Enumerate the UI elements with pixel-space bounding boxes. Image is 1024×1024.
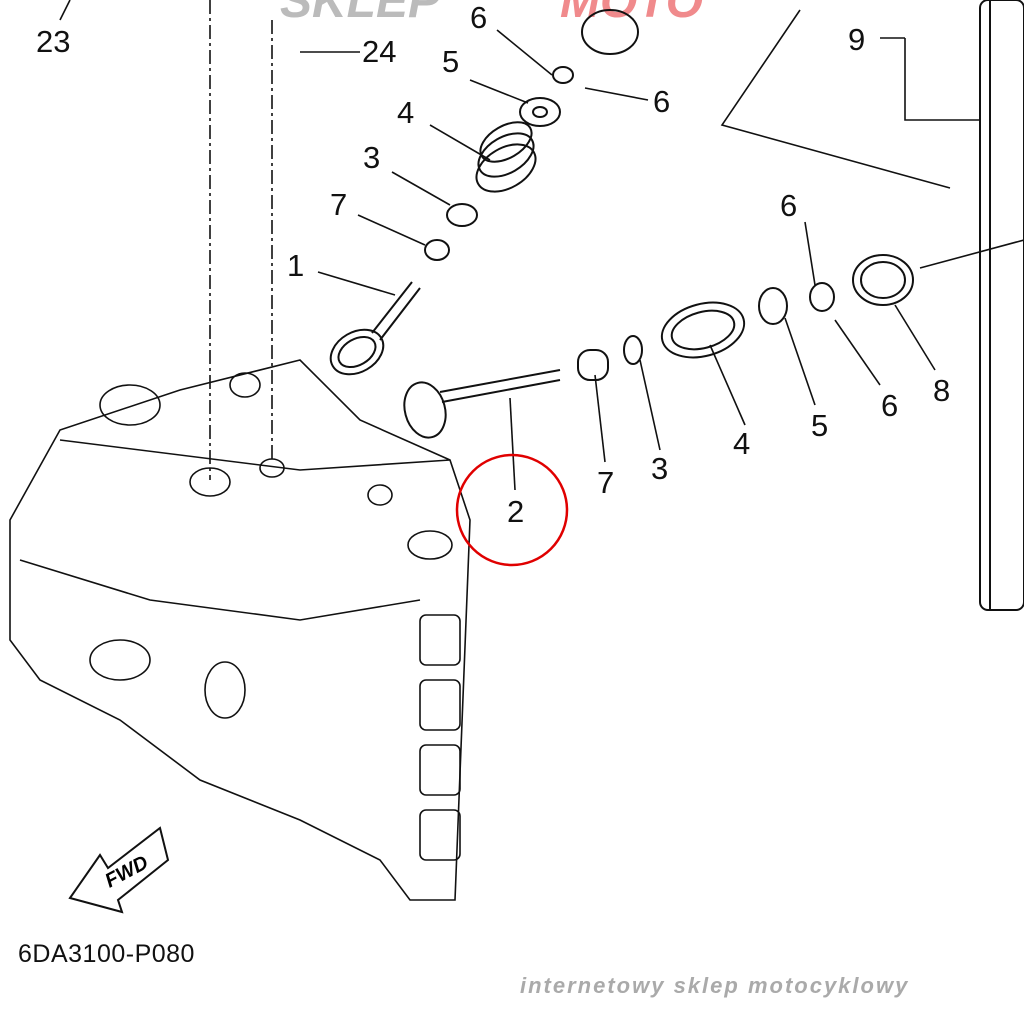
watermark-brand-left: SKLEP bbox=[280, 0, 441, 28]
callout-5[interactable]: 5 bbox=[442, 44, 460, 79]
callout-8[interactable]: 8 bbox=[933, 373, 951, 408]
callout-6[interactable]: 6 bbox=[881, 388, 899, 423]
exhaust-valve-assembly bbox=[403, 254, 914, 439]
callout-4[interactable]: 4 bbox=[397, 95, 415, 130]
callout-6[interactable]: 6 bbox=[780, 188, 798, 223]
callout-4[interactable]: 4 bbox=[733, 426, 751, 461]
callout-24[interactable]: 24 bbox=[362, 34, 397, 69]
watermark-tagline: internetowy sklep motocyklowy bbox=[520, 973, 910, 998]
callout-6[interactable]: 6 bbox=[653, 84, 671, 119]
camshaft bbox=[979, 0, 1024, 611]
callout-9[interactable]: 9 bbox=[848, 22, 866, 57]
callout-2[interactable]: 2 bbox=[507, 494, 525, 529]
diagram-code: 6DA3100-P080 bbox=[18, 940, 195, 968]
cylinder-head bbox=[9, 359, 471, 901]
watermark-brand-right: MOTO bbox=[560, 0, 704, 28]
fwd-arrow-icon bbox=[68, 826, 170, 914]
highlight-circle bbox=[455, 453, 569, 567]
callout-7[interactable]: 7 bbox=[597, 465, 615, 500]
callout-3[interactable]: 3 bbox=[363, 140, 381, 175]
callout-7[interactable]: 7 bbox=[330, 187, 348, 222]
callout-6[interactable]: 6 bbox=[470, 0, 488, 35]
intake-valve-assembly bbox=[329, 9, 639, 376]
callout-3[interactable]: 3 bbox=[651, 451, 669, 486]
callout-1[interactable]: 1 bbox=[287, 248, 305, 283]
callout-23[interactable]: 23 bbox=[36, 24, 71, 59]
callout-5[interactable]: 5 bbox=[811, 408, 829, 443]
leader-lines bbox=[59, 0, 1024, 491]
